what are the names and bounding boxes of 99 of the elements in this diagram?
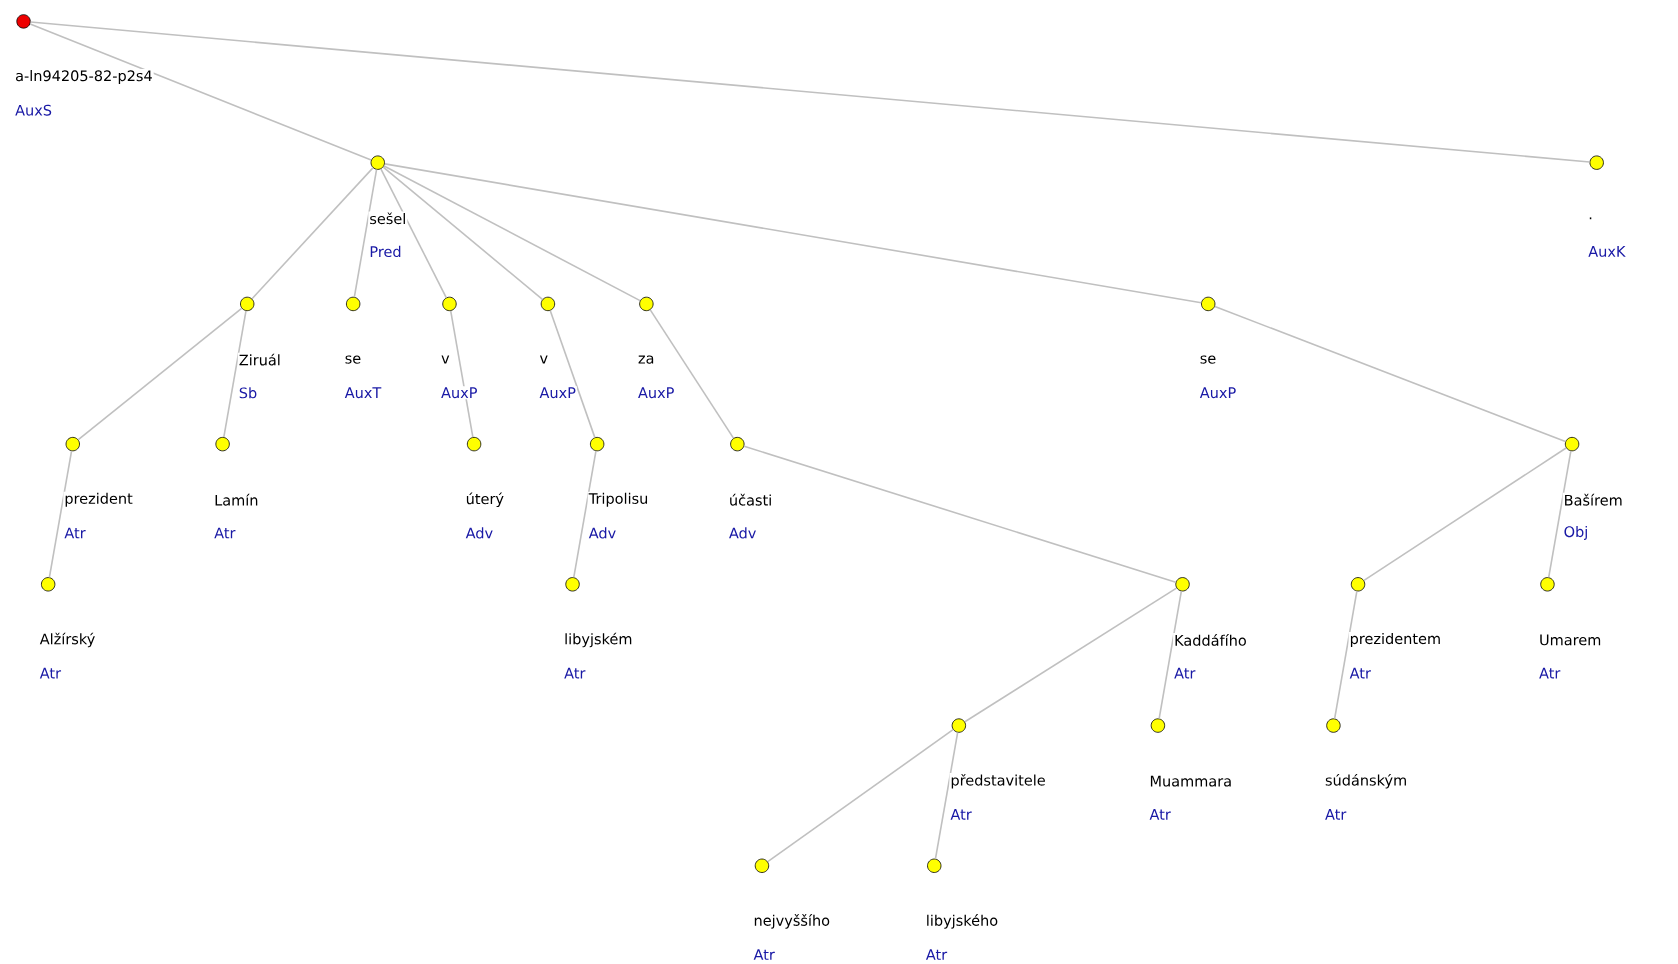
- tree-node: [346, 296, 361, 311]
- tree-edge: [353, 168, 378, 298]
- function-label: Adv: [587, 526, 618, 540]
- word-label: libyjského: [924, 913, 1000, 930]
- tree-edge: [382, 166, 544, 301]
- function-label: AuxP: [1198, 386, 1238, 400]
- tree-edge: [384, 162, 1202, 304]
- function-label: Atr: [63, 526, 87, 540]
- tree-edge: [549, 309, 596, 439]
- function-label: Atr: [1173, 666, 1197, 680]
- function-label: Atr: [1538, 666, 1562, 680]
- tree-node: [1350, 577, 1366, 592]
- word-label: účasti: [727, 492, 774, 507]
- function-label: Atr: [213, 526, 237, 540]
- function-label: Atr: [1348, 666, 1372, 680]
- tree-edge: [383, 165, 641, 302]
- word-label: a-ln94205-82-p2s4: [14, 68, 154, 85]
- word-label: Muammara: [1148, 774, 1234, 788]
- function-label: Pred: [368, 244, 403, 258]
- tree-edge: [251, 167, 374, 300]
- tree-node: [240, 296, 255, 311]
- tree-edge: [223, 310, 247, 438]
- word-label: Ziruál: [237, 352, 282, 367]
- tree-node: [927, 858, 942, 873]
- word-label: Alžírský: [38, 631, 97, 649]
- tree-node: [1326, 718, 1341, 733]
- tree-node: [565, 577, 580, 592]
- tree-node: [639, 296, 654, 311]
- function-label: Atr: [949, 808, 973, 821]
- word-label: sešel: [368, 211, 408, 226]
- function-label: Adv: [464, 526, 495, 540]
- tree-node: [442, 296, 457, 311]
- tree-node: [16, 14, 31, 29]
- tree-node: [1150, 718, 1166, 733]
- word-label: Kaddáfího: [1173, 632, 1248, 647]
- tree-node: [951, 718, 966, 733]
- function-label: Adv: [727, 526, 758, 540]
- tree-edge: [767, 728, 954, 863]
- tree-edge: [29, 21, 1591, 163]
- tree-node: [540, 296, 556, 311]
- word-label: nejvyššího: [752, 913, 832, 930]
- tree-edge: [1214, 305, 1567, 443]
- tree-edge: [29, 23, 372, 161]
- word-label: prezident: [63, 491, 134, 508]
- tree-edge: [1547, 450, 1572, 578]
- function-label: Atr: [1148, 808, 1172, 821]
- tree-edge: [449, 310, 474, 438]
- function-label: Atr: [924, 948, 949, 961]
- function-label: AuxT: [343, 386, 383, 400]
- word-label: Tripolisu: [587, 491, 650, 508]
- word-label: libyjském: [563, 631, 634, 649]
- tree-node: [1540, 577, 1555, 592]
- word-label: představitele: [949, 772, 1047, 790]
- tree-edge: [77, 307, 243, 441]
- word-label: za: [636, 354, 656, 365]
- tree-node: [730, 436, 745, 452]
- tree-edge: [1333, 590, 1358, 720]
- function-label: Atr: [38, 666, 63, 680]
- function-label: AuxS: [14, 103, 53, 117]
- function-label: AuxP: [440, 386, 479, 400]
- function-label: Atr: [1324, 808, 1348, 821]
- tree-node: [215, 436, 230, 452]
- word-label: Umarem: [1538, 633, 1603, 647]
- word-label: v: [538, 354, 550, 365]
- word-label: .: [1587, 216, 1594, 221]
- tree-edge: [934, 731, 959, 860]
- function-label: AuxP: [538, 386, 577, 400]
- tree-edge: [380, 168, 448, 299]
- tree-edge: [573, 450, 597, 578]
- tree-node: [370, 155, 385, 170]
- tree-edge: [649, 309, 735, 439]
- tree-node: [466, 436, 482, 452]
- word-label: Bašírem: [1562, 492, 1624, 507]
- tree-node: [1201, 296, 1216, 311]
- tree-node: [590, 436, 605, 452]
- function-label: Obj: [1562, 524, 1590, 541]
- word-label: Lamín: [213, 492, 260, 507]
- function-label: AuxK: [1587, 245, 1627, 258]
- tree-node: [754, 858, 770, 873]
- word-label: súdánským: [1324, 772, 1409, 790]
- tree-node: [1564, 436, 1580, 452]
- word-label: se: [343, 354, 363, 365]
- word-label: v: [440, 354, 451, 365]
- tree-node: [1589, 155, 1604, 170]
- tree-edge: [48, 450, 73, 578]
- tree-node: [1175, 577, 1190, 592]
- function-label: Atr: [752, 948, 776, 961]
- tree-edge: [964, 587, 1178, 723]
- tree-node: [41, 577, 56, 592]
- function-label: AuxP: [636, 386, 676, 400]
- word-label: úterý: [464, 491, 505, 508]
- tree-edge: [1158, 590, 1183, 720]
- tree-edge: [743, 445, 1177, 583]
- function-label: Sb: [237, 386, 259, 400]
- tree-edge: [1363, 447, 1567, 582]
- word-label: se: [1198, 354, 1218, 365]
- word-label: prezidentem: [1348, 631, 1443, 648]
- function-label: Atr: [563, 666, 587, 680]
- tree-node: [65, 436, 80, 452]
